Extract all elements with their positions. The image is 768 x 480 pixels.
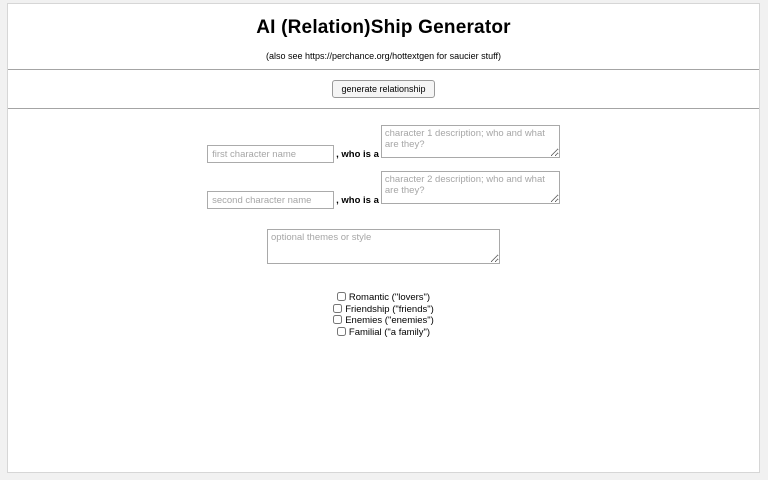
form-section: , who is a , who is a Romantic ("lovers"…: [8, 109, 759, 339]
character1-connector-label: , who is a: [336, 149, 379, 160]
relationship-option-label: Romantic ("lovers"): [348, 292, 431, 303]
relationship-option-enemies[interactable]: Enemies ("enemies"): [8, 315, 759, 327]
relationship-option-friendship[interactable]: Friendship ("friends"): [8, 303, 759, 316]
familial-checkbox[interactable]: [336, 327, 346, 337]
relationship-option-label: Enemies ("enemies"): [345, 315, 434, 327]
generate-relationship-button[interactable]: generate relationship: [332, 80, 435, 98]
relationship-option-romantic[interactable]: Romantic ("lovers"): [8, 292, 759, 304]
relationship-type-group: Romantic ("lovers") Friendship ("friends…: [8, 292, 759, 339]
themes-style-textarea[interactable]: [267, 229, 500, 264]
character2-row: , who is a: [8, 171, 759, 209]
enemies-checkbox[interactable]: [333, 315, 343, 325]
generate-section: generate relationship: [8, 70, 759, 109]
character2-connector-label: , who is a: [336, 195, 379, 206]
character2-name-input[interactable]: [207, 191, 335, 209]
character2-description-textarea[interactable]: [380, 171, 560, 204]
romantic-checkbox[interactable]: [336, 292, 346, 301]
generator-page-panel: AI (Relation)Ship Generator (also see ht…: [7, 3, 760, 473]
character1-row: , who is a: [8, 125, 759, 163]
relationship-option-label: Friendship ("friends"): [345, 303, 434, 315]
character1-description-textarea[interactable]: [380, 125, 560, 158]
character1-name-input[interactable]: [207, 145, 335, 163]
relationship-option-familial[interactable]: Familial ("a family"): [8, 327, 759, 339]
page-subtitle: (also see https://perchance.org/hottextg…: [266, 51, 501, 61]
relationship-option-label: Familial ("a family"): [348, 327, 431, 339]
header-section: AI (Relation)Ship Generator (also see ht…: [8, 4, 759, 70]
friendship-checkbox[interactable]: [333, 303, 343, 313]
page-title: AI (Relation)Ship Generator: [256, 17, 511, 38]
